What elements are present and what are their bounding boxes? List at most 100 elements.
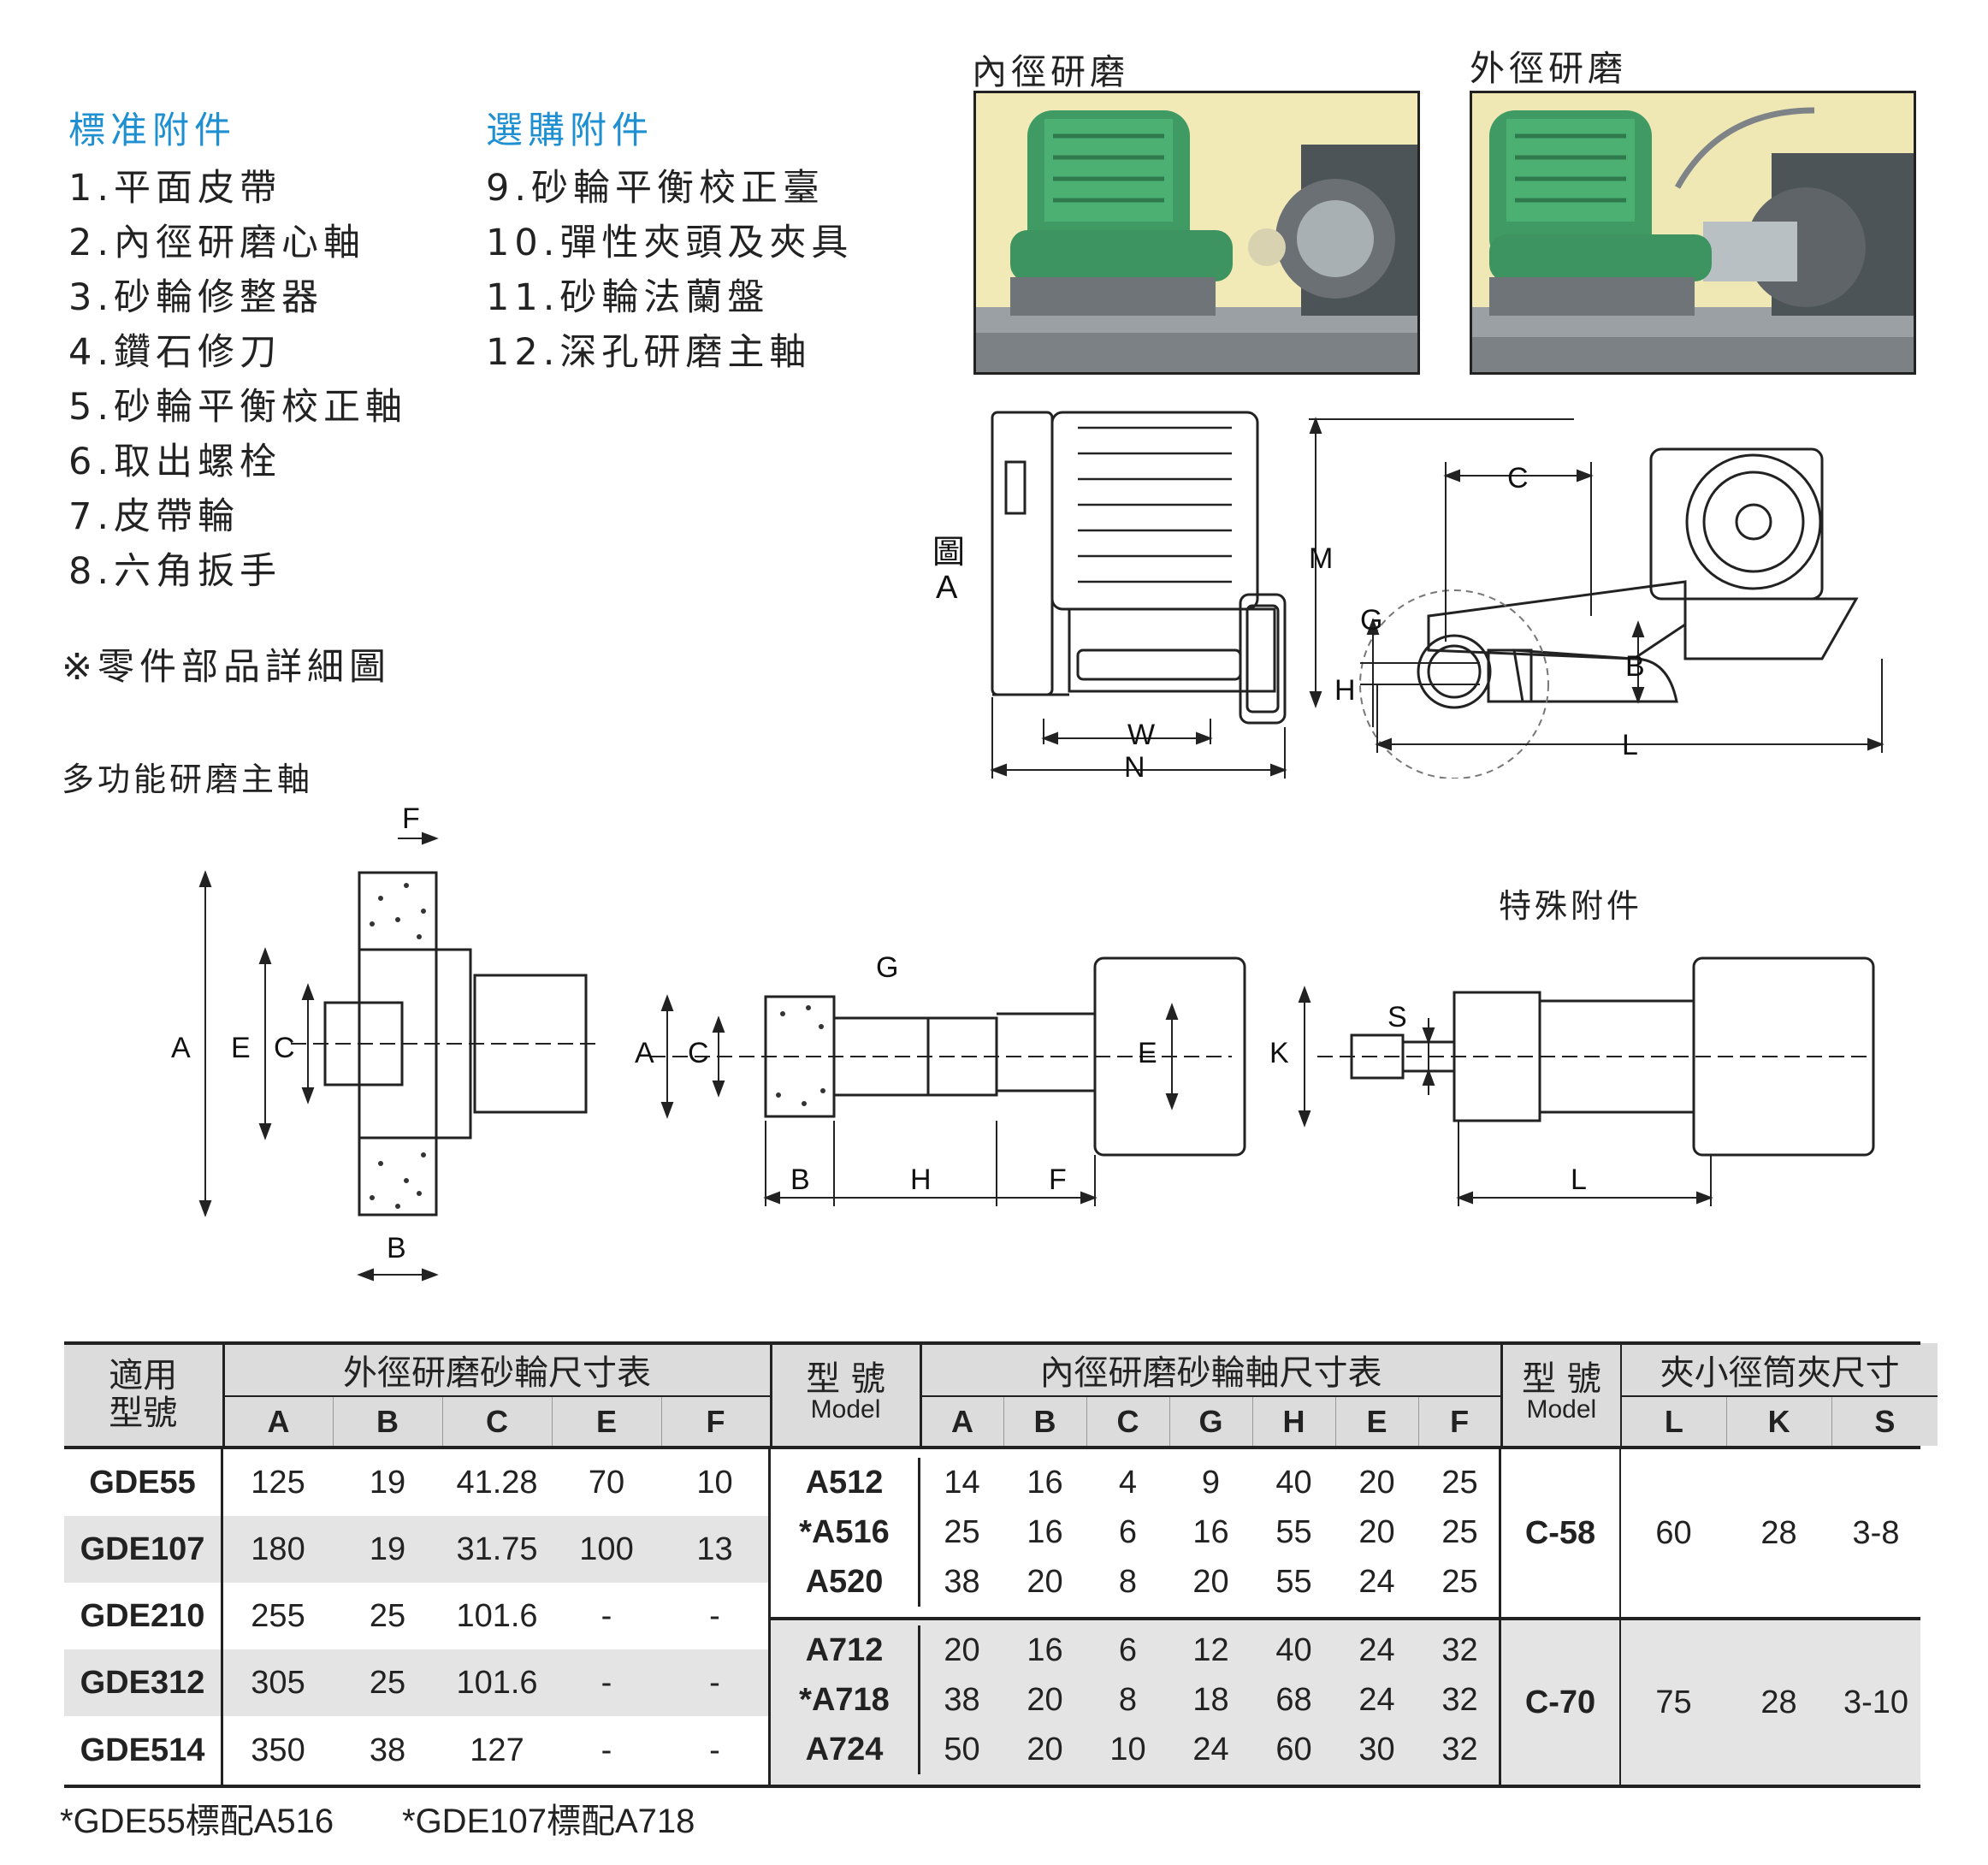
table1-model-cell: GDE55 [64,1449,223,1516]
table2-model-cell: *A516 [771,1507,920,1557]
table1-cell: 19 [369,1464,406,1501]
dim-e-ext: E [231,1032,251,1064]
table1-col-header: E [552,1396,662,1446]
table2-col-header: F [1418,1396,1503,1446]
internal-spindle-drawing [650,956,1246,1206]
dim-g-side: G [1360,604,1383,636]
table2-cell: 32 [1441,1731,1478,1767]
table1-cell: 41.28 [456,1464,538,1501]
table2-cell: 20 [1027,1563,1063,1600]
table3-model-header-2: Model [1526,1395,1597,1424]
dim-b-ext: B [387,1232,406,1264]
table2-cell: 6 [1118,1513,1138,1550]
dim-a-int: A [635,1037,654,1069]
dim-n: N [1124,751,1145,784]
table3-cell: 28 [1760,1514,1797,1551]
figure-a-label-1: 圖 [932,535,966,571]
table2-cell: 20 [1027,1731,1063,1767]
dim-e-int: E [1138,1037,1157,1069]
table-row: A512 14 16 4 9 40 20 25 [771,1458,1501,1507]
table2-cell: 16 [1027,1631,1063,1668]
dim-c-side: C [1507,462,1529,494]
list-item: 4.鑽石修刀 [68,331,282,374]
figure-a-label-2: A [936,570,958,606]
dim-b-int: B [790,1163,810,1196]
table2-col-header: E [1335,1396,1419,1446]
table3-cell: 3-10 [1843,1684,1909,1720]
figure-a-top-view [990,411,1287,779]
table2-title: 內徑研磨砂輪軸尺寸表 [920,1343,1503,1397]
table-row: A724 50 20 10 24 60 30 32 [771,1725,1501,1774]
table1-cell: - [601,1664,612,1701]
table2-cell: 18 [1192,1681,1229,1718]
table1-col-header: A [223,1396,334,1446]
dim-b-side: B [1625,650,1645,683]
table2-col-header: H [1252,1396,1336,1446]
table3-cell: 3-8 [1852,1514,1900,1551]
table1-cell: 125 [251,1464,305,1501]
table1-cell: 255 [251,1597,305,1634]
table2-cell: 40 [1275,1631,1312,1668]
table-row: GDE514 350 38 127 - - [64,1716,768,1785]
table1-col-header: C [442,1396,553,1446]
special-title: 特殊附件 [1499,887,1643,925]
table1-cell: 13 [696,1530,733,1567]
table2-col-header: C [1086,1396,1170,1446]
list-item: 5.砂輪平衡校正軸 [68,386,408,429]
list-item: 3.砂輪修整器 [68,276,324,319]
table1-cell: 25 [369,1597,406,1634]
dim-h-int: H [910,1163,932,1196]
table1-cell: 101.6 [456,1664,538,1701]
table1-model-cell: GDE514 [64,1716,223,1785]
list-item: 7.皮帶輪 [68,495,240,538]
table2-cell: 55 [1275,1513,1312,1550]
optional-accessories: 選購附件 9.砂輪平衡校正臺 10.彈性夾頭及夾具 11.砂輪法蘭盤 12.深孔… [486,101,965,380]
dim-k-sp: K [1269,1037,1289,1069]
table2-cell: 16 [1027,1513,1063,1550]
table2-cell: 20 [1192,1563,1229,1600]
table2-cell: 20 [1358,1464,1395,1501]
table-row: C-70 75 28 3-10 [1501,1620,1920,1785]
table1-cell: 350 [251,1732,305,1768]
table-row: GDE107 180 19 31.75 100 13 [64,1516,768,1583]
table1-col-header: B [333,1396,443,1446]
table1-body: GDE55 125 19 41.28 70 10 GDE107 180 19 3… [64,1449,771,1785]
table-row: A520 38 20 8 20 55 24 25 [771,1557,1501,1607]
multi-spindle-title: 多功能研磨主軸 [62,761,314,798]
dim-c-int: C [688,1037,709,1069]
table1-cell: - [709,1597,720,1634]
dim-l-side: L [1622,729,1638,761]
table3-body: C-58 60 28 3-8 C-70 75 28 3-10 [1501,1449,1920,1785]
list-item: 9.砂輪平衡校正臺 [486,167,825,210]
table-row: A712 20 16 6 12 40 24 32 [771,1625,1501,1675]
list-item: 1.平面皮帶 [68,167,282,210]
list-item: 8.六角扳手 [68,550,282,593]
list-item: 10.彈性夾頭及夾具 [486,222,854,264]
table2-model-cell: A512 [771,1458,920,1507]
table2-cell: 25 [1441,1513,1478,1550]
table2-model-header-1: 型 號 [806,1359,885,1399]
table-row: GDE55 125 19 41.28 70 10 [64,1449,768,1516]
table1-title: 外徑研磨砂輪尺寸表 [223,1343,772,1397]
table2-cell: 20 [1027,1681,1063,1718]
table1-cell: - [709,1664,720,1701]
table2-model-cell: A724 [771,1725,920,1774]
table1-cell: 305 [251,1664,305,1701]
table1-cell: 38 [369,1732,406,1768]
table2-model-header-2: Model [810,1395,881,1424]
table2-cell: 38 [944,1681,980,1718]
dim-m: M [1309,542,1334,575]
table3-col-header: L [1621,1396,1727,1446]
table2-cell: 24 [1358,1631,1395,1668]
table2-cell: 8 [1118,1563,1138,1600]
external-wheel-drawing [198,832,599,1282]
table3-cell: 60 [1655,1514,1692,1551]
list-item: 6.取出螺栓 [68,441,282,483]
table3-model-header-1: 型 號 [1521,1359,1601,1399]
dim-l-sp: L [1571,1163,1587,1196]
table2-cell: 30 [1358,1731,1395,1767]
dim-w: W [1127,719,1156,751]
table2-col-header: B [1003,1396,1087,1446]
table2-cell: 50 [944,1731,980,1767]
list-item: 12.深孔研磨主軸 [486,331,812,374]
